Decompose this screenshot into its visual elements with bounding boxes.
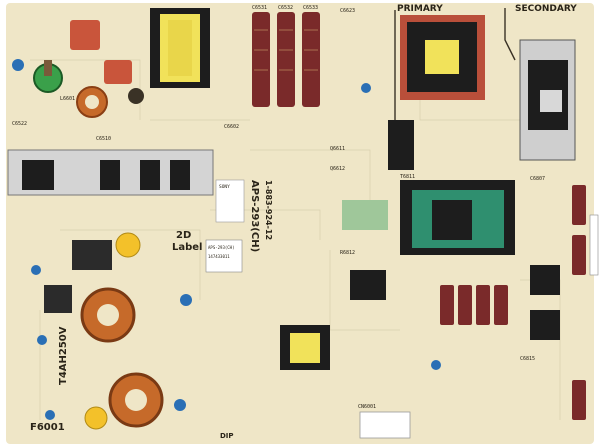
yellow-disc-cap <box>115 232 141 258</box>
ref-label: C6815 <box>520 356 535 362</box>
part-number: 1-883-924-12 <box>264 180 273 240</box>
pcb-substrate <box>6 3 594 444</box>
signal-connector <box>359 411 411 439</box>
label-2d-sub: Label <box>172 242 203 253</box>
barcode-label <box>205 239 243 273</box>
varistor-leg <box>44 60 52 76</box>
sticker-brand: SONY <box>219 184 230 190</box>
ref-label: C6522 <box>12 121 27 127</box>
x-capacitor-mid <box>104 60 132 84</box>
main-transformer-bottom-core <box>432 200 472 240</box>
output-connector <box>589 214 599 276</box>
capacitor-bank-top <box>252 12 320 107</box>
model-code: APS-293(CH) <box>249 180 260 252</box>
small-inductor <box>44 285 72 313</box>
ref-label: Q6611 <box>330 146 345 152</box>
secondary-label: SECONDARY <box>515 4 577 14</box>
toroid-hole-upper <box>97 304 119 326</box>
ref-label: T6811 <box>400 174 415 180</box>
line-filter-choke <box>72 240 112 270</box>
transformer-label <box>168 20 192 76</box>
aux-bobbin <box>290 333 320 363</box>
cap-ref-1: C6531 <box>252 5 267 11</box>
fuse-warning: T4AH250V <box>58 326 69 385</box>
x-capacitor-top <box>70 20 100 50</box>
choke-core-hole <box>85 95 99 109</box>
toroid-hole-lower <box>125 389 147 411</box>
main-transformer-center <box>425 40 459 74</box>
blue-cap <box>12 59 24 71</box>
mosfet-3 <box>170 160 190 190</box>
bridge-rectifier <box>22 160 54 190</box>
primary-label: PRIMARY <box>397 4 443 14</box>
ref-label: C6510 <box>96 136 111 142</box>
fuse-label: F6001 <box>30 422 65 433</box>
sticker-id: 147433011 <box>208 254 230 259</box>
mosfet-1 <box>100 160 120 190</box>
ref-label: CN6001 <box>358 404 376 410</box>
sticker-code: APS-293(CH) <box>208 245 235 250</box>
mosfet-2 <box>140 160 160 190</box>
cap-ref-2: C6532 <box>278 5 293 11</box>
sony-sticker <box>215 179 245 223</box>
isolation-line <box>394 8 516 130</box>
ref-label: C6623 <box>340 8 355 14</box>
ref-label: Q6612 <box>330 166 345 172</box>
dip-label: DIP <box>220 432 234 440</box>
small-choke <box>128 88 144 104</box>
capacitor-bank-right <box>440 185 586 420</box>
rectifier-tab <box>540 90 562 112</box>
ref-label: R6812 <box>340 250 355 256</box>
ref-label: C6807 <box>530 176 545 182</box>
ref-label: L6601 <box>60 96 75 102</box>
regulators-right <box>350 120 560 340</box>
blue-caps <box>31 83 441 420</box>
ref-label: C6602 <box>224 124 239 130</box>
opto-label <box>342 200 388 230</box>
cap-ref-3: C6533 <box>303 5 318 11</box>
fuse-cap <box>84 406 108 430</box>
label-2d-title: 2D <box>176 230 191 241</box>
